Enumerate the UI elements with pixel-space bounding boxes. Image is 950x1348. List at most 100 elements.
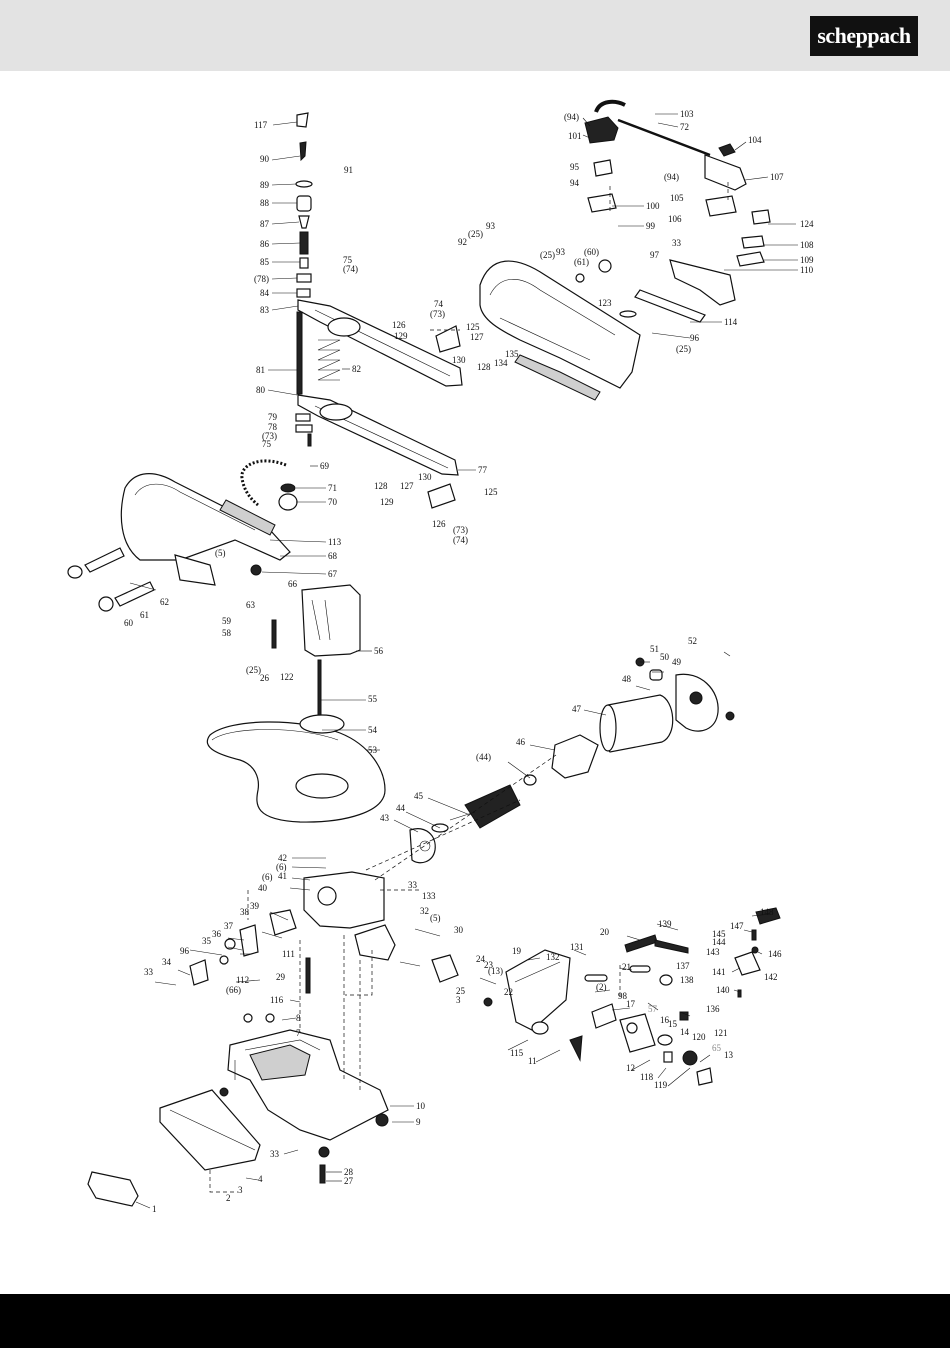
callout: 66 [288,579,298,589]
callout: 82 [352,364,361,374]
callout: 131 [570,942,584,952]
callout: 117 [254,120,268,130]
callout: 95 [570,162,580,172]
callout: 125 [466,322,480,332]
blade-clamp-right [427,325,461,509]
callout: 89 [260,180,270,190]
callout: 24 [476,954,486,964]
callout: 105 [670,193,684,203]
callout: 59 [222,616,232,626]
callout: 22 [504,987,513,997]
callout: (25) [676,344,691,354]
callout: 84 [260,288,270,298]
callout: 92 [458,237,467,247]
callout: 127 [470,332,484,342]
callout: 3 [456,995,461,1005]
callout: 70 [328,497,338,507]
callout: (44) [476,752,491,762]
callout: 134 [494,358,508,368]
callout: 98 [618,991,628,1001]
callout: 2 [226,1193,231,1203]
callout: (94) [564,112,579,122]
callout: 75 [343,255,353,265]
callout: 4 [258,1174,263,1184]
page-footer [0,1294,950,1348]
callout: 52 [688,636,697,646]
callout: 54 [368,725,378,735]
callout: 78 [268,422,278,432]
callout: 47 [572,704,582,714]
callout: 111 [282,949,295,959]
callout: 32 [420,906,429,916]
callout: 145 [712,929,726,939]
callout: 33 [144,967,154,977]
callout: 56 [374,646,384,656]
callout: (6) [262,872,273,882]
callout: 137 [676,961,690,971]
motor-cover-56 [271,584,361,716]
callout: 80 [256,385,266,395]
callout: 143 [706,947,720,957]
callout: 114 [724,317,738,327]
callout: 127 [400,481,414,491]
callout: 57 [648,1004,658,1014]
callout: (5) [430,913,441,923]
callout: 115 [510,1048,524,1058]
lower-housing-left [67,473,298,612]
callout: 62 [160,597,169,607]
callout: 37 [224,921,234,931]
callout: 42 [278,853,287,863]
callout: 112 [236,975,249,985]
callout: 90 [260,154,270,164]
callout: 101 [568,131,582,141]
callout: 108 [800,240,814,250]
page-header: scheppach [0,0,950,71]
callout: 9 [416,1117,421,1127]
callout: (78) [254,274,269,284]
callout: 119 [654,1080,668,1090]
callout: 23 [484,960,494,970]
callout: 69 [320,461,330,471]
callout: 88 [260,198,270,208]
callout: (60) [584,247,599,257]
callout: 68 [328,551,338,561]
callout: 141 [712,967,726,977]
callout: 79 [268,412,278,422]
motor-assembly [409,657,735,864]
right-small-parts [734,907,781,998]
callout: 58 [222,628,232,638]
callout: 61 [140,610,149,620]
callout: (25) [540,250,555,260]
callout: 132 [546,952,560,962]
callout: 147 [730,921,744,931]
callout: 72 [680,122,689,132]
callout: 123 [598,298,612,308]
callout: 140 [716,985,730,995]
callout: 116 [270,995,284,1005]
callout: (66) [226,985,241,995]
callout: 130 [418,472,432,482]
callout: 146 [768,949,782,959]
callout: 75 [262,439,272,449]
blower-hose [240,459,287,507]
callout-labels: 117 90 91 89 88 87 86 85 75 (74) (78) 84… [124,109,814,1214]
callout: 48 [622,674,632,684]
callout: (73) [453,525,468,535]
callout: (74) [453,535,468,545]
callout: 109 [800,255,814,265]
motor-bracket-41 [189,871,459,994]
callout: (6) [276,862,287,872]
callout: 15 [668,1019,678,1029]
callout: 148 [760,907,774,917]
callout: (73) [430,309,445,319]
callout: 99 [646,221,656,231]
callout: 85 [260,257,270,267]
callout: 77 [478,465,488,475]
callout: 107 [770,172,784,182]
callout: 124 [800,219,814,229]
callout: 136 [706,1004,720,1014]
callout: 29 [276,972,286,982]
callout: 55 [368,694,378,704]
callout: 135 [505,349,519,359]
callout: 81 [256,365,265,375]
